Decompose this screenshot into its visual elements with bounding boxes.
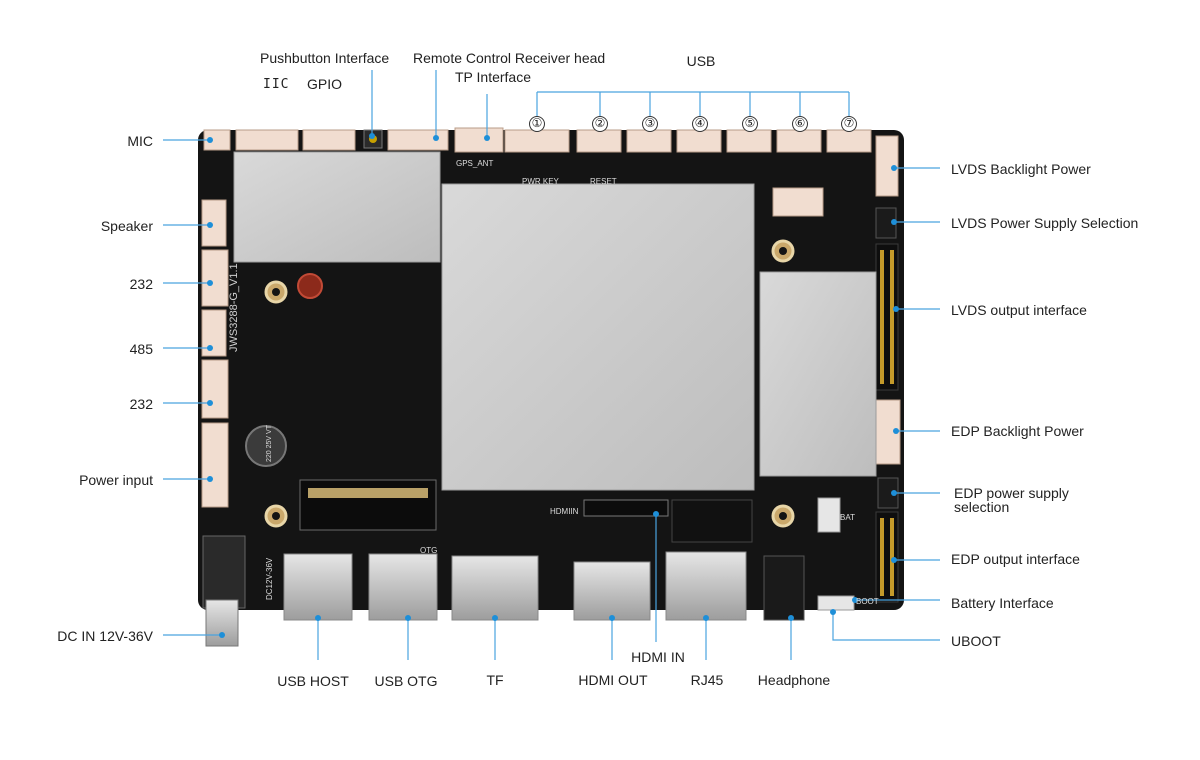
right-connectors (772, 135, 901, 465)
headphone-jack (763, 555, 805, 621)
reset-silk: RESET (590, 177, 617, 186)
label-uboot: UBOOT (951, 633, 1001, 649)
remote-connector (387, 129, 449, 151)
hdmi-in-connector (583, 499, 669, 517)
lvds-backlight-connector (875, 135, 899, 197)
rs232-connector-2 (201, 359, 229, 419)
shield-right (759, 271, 877, 477)
hdmi-in-silk: HDMIIN (550, 507, 579, 516)
label-speaker: Speaker (100, 218, 153, 234)
m2-slot (299, 479, 437, 531)
label-battery: Battery Interface (951, 595, 1054, 611)
hdmi-out-port (573, 561, 651, 621)
dc-rating-silk: DC12V-36V (265, 557, 274, 600)
usb-conn-5 (726, 129, 772, 153)
leader-lines (163, 70, 940, 660)
label-edp-power-sel-1: EDP power supply (954, 485, 1069, 501)
usb-port-4: ④ (692, 116, 708, 132)
usb-port-6: ⑥ (792, 116, 808, 132)
speaker-connector (201, 199, 227, 247)
label-usb-host: USB HOST (277, 673, 349, 689)
top-connectors (203, 127, 872, 153)
label-hdmi-out: HDMI OUT (578, 672, 648, 688)
power-input-connector (201, 422, 229, 508)
iic-connector (235, 129, 299, 151)
edp-pins (880, 518, 894, 596)
pwr-key-silk: PWR KEY (522, 177, 559, 186)
small-header (772, 187, 824, 217)
rs485-connector (201, 309, 227, 357)
label-tp: TP Interface (455, 69, 532, 85)
shield-main (441, 183, 755, 491)
lvds-pins (880, 250, 894, 384)
edp-output-header (875, 511, 899, 603)
usb-port-3: ③ (642, 116, 658, 132)
label-edp-power-sel-2: selection (954, 499, 1010, 515)
label-usb-otg: USB OTG (374, 673, 438, 689)
cap-rating-silk: 220 25V VT (266, 425, 273, 462)
usb-conn-4 (676, 129, 722, 153)
label-rs485: 485 (129, 341, 153, 357)
usb-host-port (283, 553, 353, 621)
label-edp-output: EDP output interface (951, 551, 1080, 567)
usb-conn-2 (576, 129, 622, 153)
dc-jack-body (202, 535, 246, 609)
rj45-port (665, 551, 747, 621)
usb-port-5: ⑤ (742, 116, 758, 132)
label-rs232-1: 232 (129, 276, 153, 292)
usb-port-1: ① (529, 116, 545, 132)
capacitor (245, 425, 287, 467)
tf-slot (451, 555, 539, 621)
usb-conn-3 (626, 129, 672, 153)
magnetics (671, 499, 753, 543)
rs232-connector-1 (201, 249, 229, 307)
board-model-text: JWS3288-G_V1.1 (228, 263, 240, 352)
label-hdmi-in: HDMI IN (631, 649, 685, 665)
boot-silk: BOOT (856, 597, 879, 606)
label-edp-backlight: EDP Backlight Power (951, 423, 1084, 439)
usb-conn-7 (826, 129, 872, 153)
label-usb: USB (686, 53, 716, 69)
gps-ant-silk: GPS_ANT (456, 159, 494, 168)
lvds-output-header (875, 243, 899, 391)
label-pushbutton: Pushbutton Interface (260, 50, 390, 66)
dc-jack-metal (205, 599, 239, 647)
bat-silk: BAT (840, 513, 855, 522)
usb-conn-1 (504, 129, 570, 153)
label-lvds-power-sel: LVDS Power Supply Selection (951, 215, 1139, 231)
label-mic: MIC (127, 133, 153, 149)
left-connectors (201, 199, 229, 508)
red-component (297, 273, 323, 299)
label-rs232-2: 232 (129, 396, 153, 412)
label-iic: IIC (263, 77, 290, 92)
label-gpio: GPIO (307, 76, 343, 92)
gpio-connector (302, 129, 356, 151)
usb-conn-6 (776, 129, 822, 153)
usb-port-2: ② (592, 116, 608, 132)
label-tf: TF (486, 672, 504, 688)
usb-otg-port (368, 553, 438, 621)
label-lvds-backlight: LVDS Backlight Power (951, 161, 1091, 177)
usb-port-7: ⑦ (841, 116, 857, 132)
battery-connector (817, 497, 841, 533)
shield-top-left (233, 151, 441, 263)
label-rj45: RJ45 (690, 672, 724, 688)
uboot-switch (817, 595, 855, 611)
tp-connector (454, 127, 504, 153)
mounting-holes (264, 239, 795, 528)
otg-silk: OTG (420, 546, 438, 555)
label-headphone: Headphone (757, 672, 831, 688)
label-dc-in: DC IN 12V-36V (57, 628, 153, 644)
label-remote: Remote Control Receiver head (413, 50, 606, 66)
label-power-input: Power input (79, 472, 153, 488)
label-lvds-output: LVDS output interface (951, 302, 1087, 318)
leader-dots (207, 133, 899, 638)
